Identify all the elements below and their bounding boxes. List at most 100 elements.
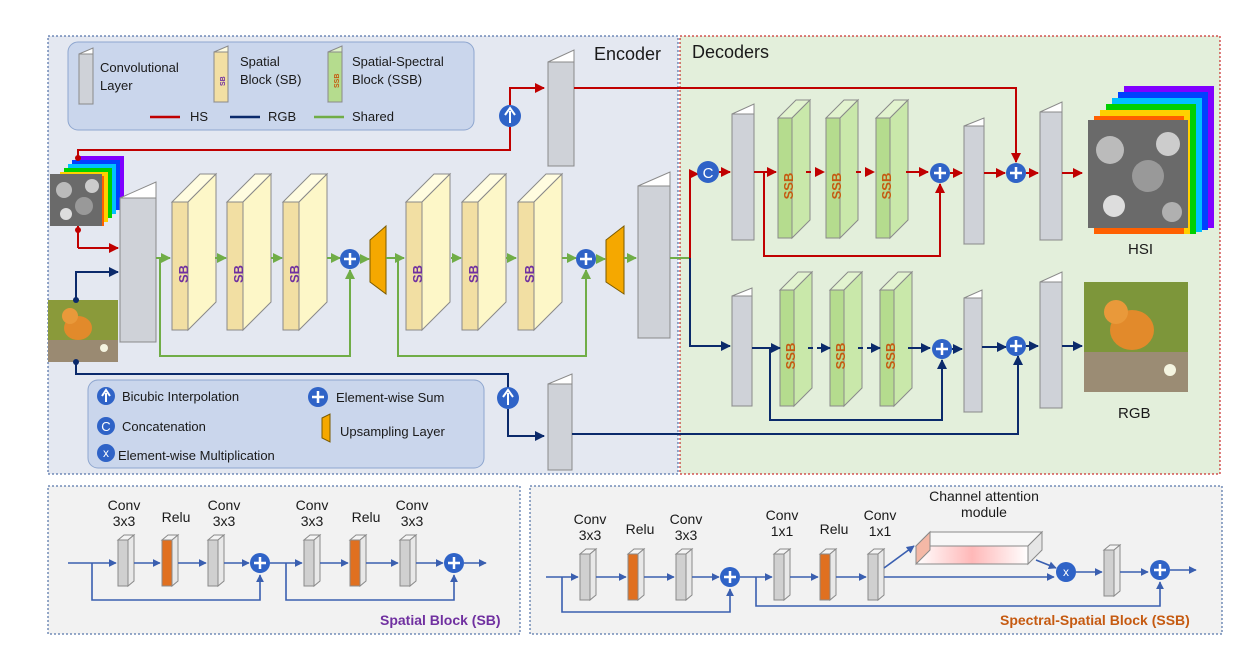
rgb-ssb-1-label: SSB (783, 343, 798, 370)
hs-legend-label: HS (190, 109, 208, 124)
sb-conv-3 (302, 533, 322, 588)
hs-bicubic-conv (547, 49, 575, 167)
rgb-decoder-conv-3 (1039, 271, 1063, 409)
rgb-ssb-3-label: SSB (883, 343, 898, 370)
encoder-title: Encoder (594, 44, 661, 64)
rgb-ssb-2: SSB (828, 270, 864, 408)
rgb-dec-skip (769, 348, 947, 421)
concat-legend-label: Concatenation (122, 419, 206, 434)
conv-legend-line-1: Convolutional (100, 60, 179, 75)
sb-label-relu-2: Relu (352, 509, 381, 525)
encoder-sb-4-label: SB (410, 265, 425, 283)
rgb-output-label: RGB (1118, 405, 1151, 422)
hs-ssb-2: SSB (824, 98, 860, 240)
hsi-output-image (1088, 86, 1214, 234)
ssb-sum-1 (720, 567, 740, 587)
concat-node: C (697, 161, 719, 183)
rgb-long-skip (572, 355, 1023, 435)
sum-node-1 (340, 249, 360, 269)
rgb-ssb-3: SSB (878, 270, 914, 408)
channel-attention-module (914, 530, 1044, 566)
encoder-sb-1: SB (170, 172, 218, 332)
ssb-line-from-att (1035, 559, 1057, 570)
mult-legend-label: Element-wise Multiplication (118, 448, 275, 463)
encoder-sb-5-label: SB (466, 265, 481, 283)
bicubic-legend-icon (97, 387, 115, 405)
hs-branch (689, 169, 699, 258)
hs-input-image (50, 156, 124, 226)
sb-conv-2 (206, 533, 226, 588)
encoder-sb-1-label: SB (176, 265, 191, 283)
ssb-conv-4 (866, 547, 886, 602)
hs-dec-sum-2 (1006, 163, 1026, 183)
sb-label-relu-1: Relu (162, 509, 191, 525)
upsampling-legend-label: Upsampling Layer (340, 424, 445, 439)
ssb-legend-tag: SSB (334, 74, 341, 88)
hs-dec-skip (763, 172, 945, 257)
hs-bicubic-out (509, 83, 545, 105)
rgb-dec-sum-2 (1006, 336, 1026, 356)
rgb-bicubic-path (75, 362, 509, 388)
encoder-sb-2-label: SB (231, 265, 246, 283)
rgb-dot-top (73, 297, 79, 303)
rgb-legend-label: RGB (268, 109, 296, 124)
hs-ssb-2-label: SSB (829, 173, 844, 200)
shared-legend-label: Shared (352, 109, 394, 124)
encoder-sb-5: SB (460, 172, 508, 332)
hs-decoder-conv-3 (1039, 101, 1063, 241)
encoder-sb-6: SB (516, 172, 564, 332)
rgb-decoder-conv-1 (731, 287, 753, 407)
sb-skip-2 (285, 563, 458, 601)
sb-sum-1 (250, 553, 270, 573)
ssb-legend-icon: SSB (327, 45, 343, 103)
rgb-branch (689, 258, 731, 351)
upsampling-legend-icon (321, 413, 331, 443)
conv-legend-line-2: Layer (100, 78, 133, 93)
ssb-conv-1 (578, 547, 598, 602)
bicubic-legend-label: Bicubic Interpolation (122, 389, 239, 404)
ssb-label-relu-2: Relu (820, 521, 849, 537)
rgb-decoder-conv-2 (963, 289, 983, 413)
sb-legend-tag: SB (220, 76, 227, 86)
rgb-ssb-1: SSB (778, 270, 814, 408)
ssb-sum-2 (1150, 560, 1170, 580)
rgb-ssb-2-label: SSB (833, 343, 848, 370)
sum-node-2 (576, 249, 596, 269)
ssb-conv-3 (772, 547, 792, 602)
hs-dec-sum-1 (930, 163, 950, 183)
mult-legend-symbol: x (103, 446, 109, 460)
sb-conv-4 (398, 533, 418, 588)
upsampling-layer-2 (605, 224, 625, 295)
hs-decoder-conv-1 (731, 103, 755, 241)
sb-detail-title: Spatial Block (SB) (380, 612, 501, 628)
sb-skip-1 (91, 563, 264, 601)
hs-dot-bottom (75, 227, 81, 233)
encoder-conv-layer (119, 181, 157, 343)
rgb-link-to-conv (75, 267, 119, 300)
concat-node-symbol: C (703, 165, 714, 182)
shared-skip-2 (397, 258, 591, 357)
ssb-legend-line-2: Block (SSB) (352, 72, 422, 87)
decoders-title: Decoders (692, 42, 769, 62)
bicubic-node-hs (499, 105, 521, 127)
ssb-legend-line-1: Spatial-Spectral (352, 54, 444, 69)
rgb-bicubic-conv (547, 373, 573, 471)
shared-skip-1 (159, 258, 355, 357)
rgb-input-image (48, 300, 118, 362)
ssb-relu-2 (818, 547, 838, 602)
hs-ssb-1-label: SSB (781, 173, 796, 200)
hs-decoder-conv-2 (963, 117, 985, 245)
